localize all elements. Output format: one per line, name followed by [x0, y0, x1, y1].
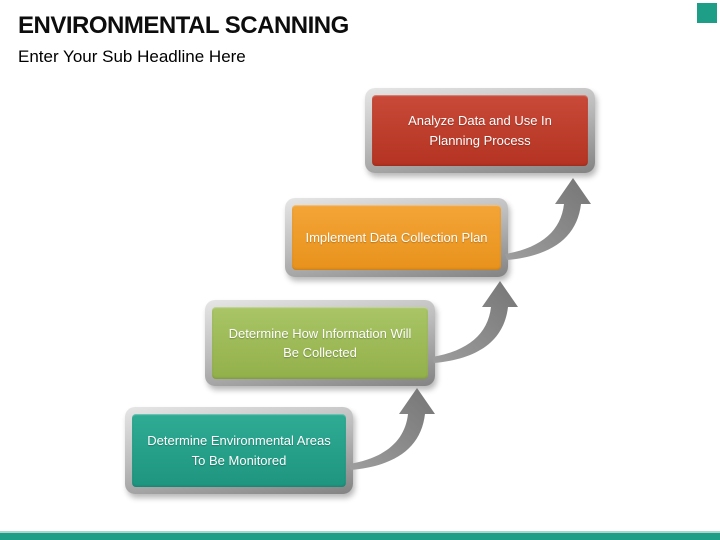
footer-accent-bar	[0, 531, 720, 540]
step-box-2-label: Determine How Information Will Be Collec…	[228, 325, 412, 361]
step-box-4: Analyze Data and Use In Planning Process	[365, 88, 595, 173]
step-box-2-fill: Determine How Information Will Be Collec…	[212, 307, 428, 379]
sub-headline: Enter Your Sub Headline Here	[18, 47, 246, 66]
step-box-3-fill: Implement Data Collection Plan	[292, 205, 501, 270]
curved-up-arrow-2	[432, 281, 518, 363]
page-title: ENVIRONMENTAL SCANNING	[18, 12, 349, 39]
step-box-4-fill: Analyze Data and Use In Planning Process	[372, 95, 588, 166]
step-box-1-label: Determine Environmental Areas To Be Moni…	[147, 433, 331, 468]
step-box-3: Implement Data Collection Plan	[285, 198, 508, 277]
corner-accent-square	[697, 3, 717, 23]
step-box-4-label: Analyze Data and Use In Planning Process	[408, 113, 552, 148]
step-box-1-fill: Determine Environmental Areas To Be Moni…	[132, 414, 346, 487]
curved-up-arrow-1	[349, 388, 435, 470]
step-box-3-label: Implement Data Collection Plan	[305, 229, 488, 245]
curved-up-arrow-3	[505, 178, 591, 260]
step-box-2: Determine How Information Will Be Collec…	[205, 300, 435, 386]
step-box-1: Determine Environmental Areas To Be Moni…	[125, 407, 353, 494]
